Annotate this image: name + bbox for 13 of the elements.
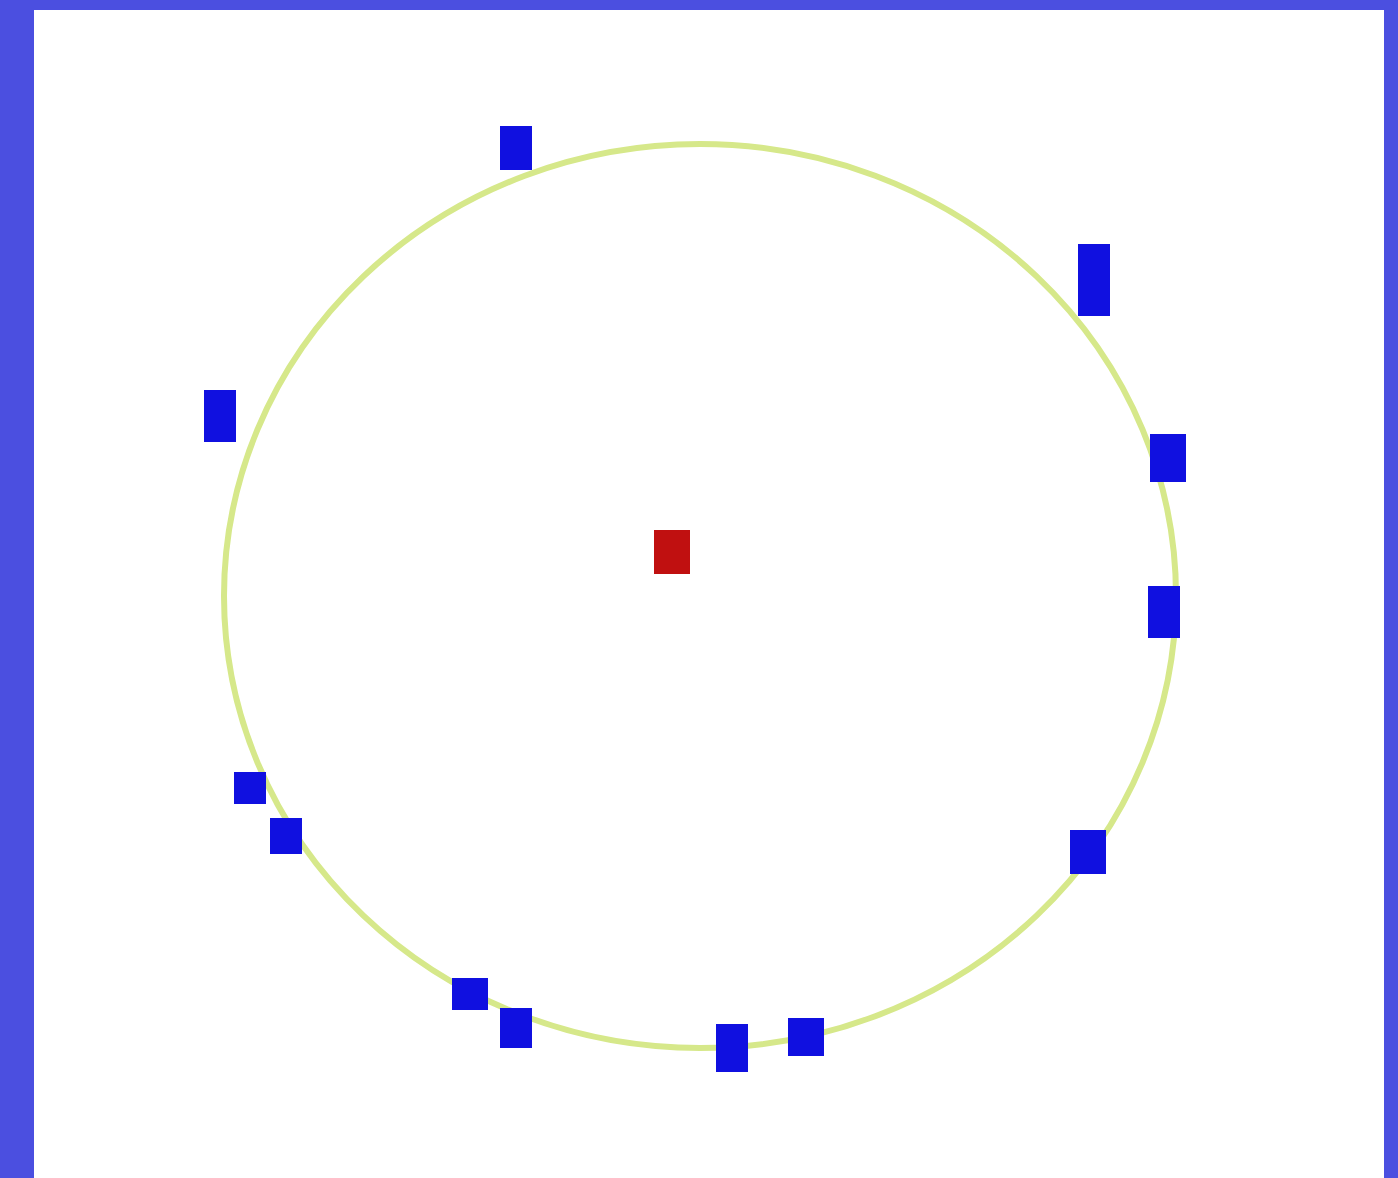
marker [1150, 434, 1186, 482]
marker [452, 978, 488, 1010]
marker [1148, 586, 1180, 638]
marker [500, 126, 532, 170]
marker [234, 772, 266, 804]
marker [1078, 244, 1110, 316]
circle-outline [220, 140, 1180, 1052]
marker [500, 1008, 532, 1048]
marker [716, 1024, 748, 1072]
center-marker [654, 530, 690, 574]
marker [270, 818, 302, 854]
marker [204, 390, 236, 442]
marker [788, 1018, 824, 1056]
